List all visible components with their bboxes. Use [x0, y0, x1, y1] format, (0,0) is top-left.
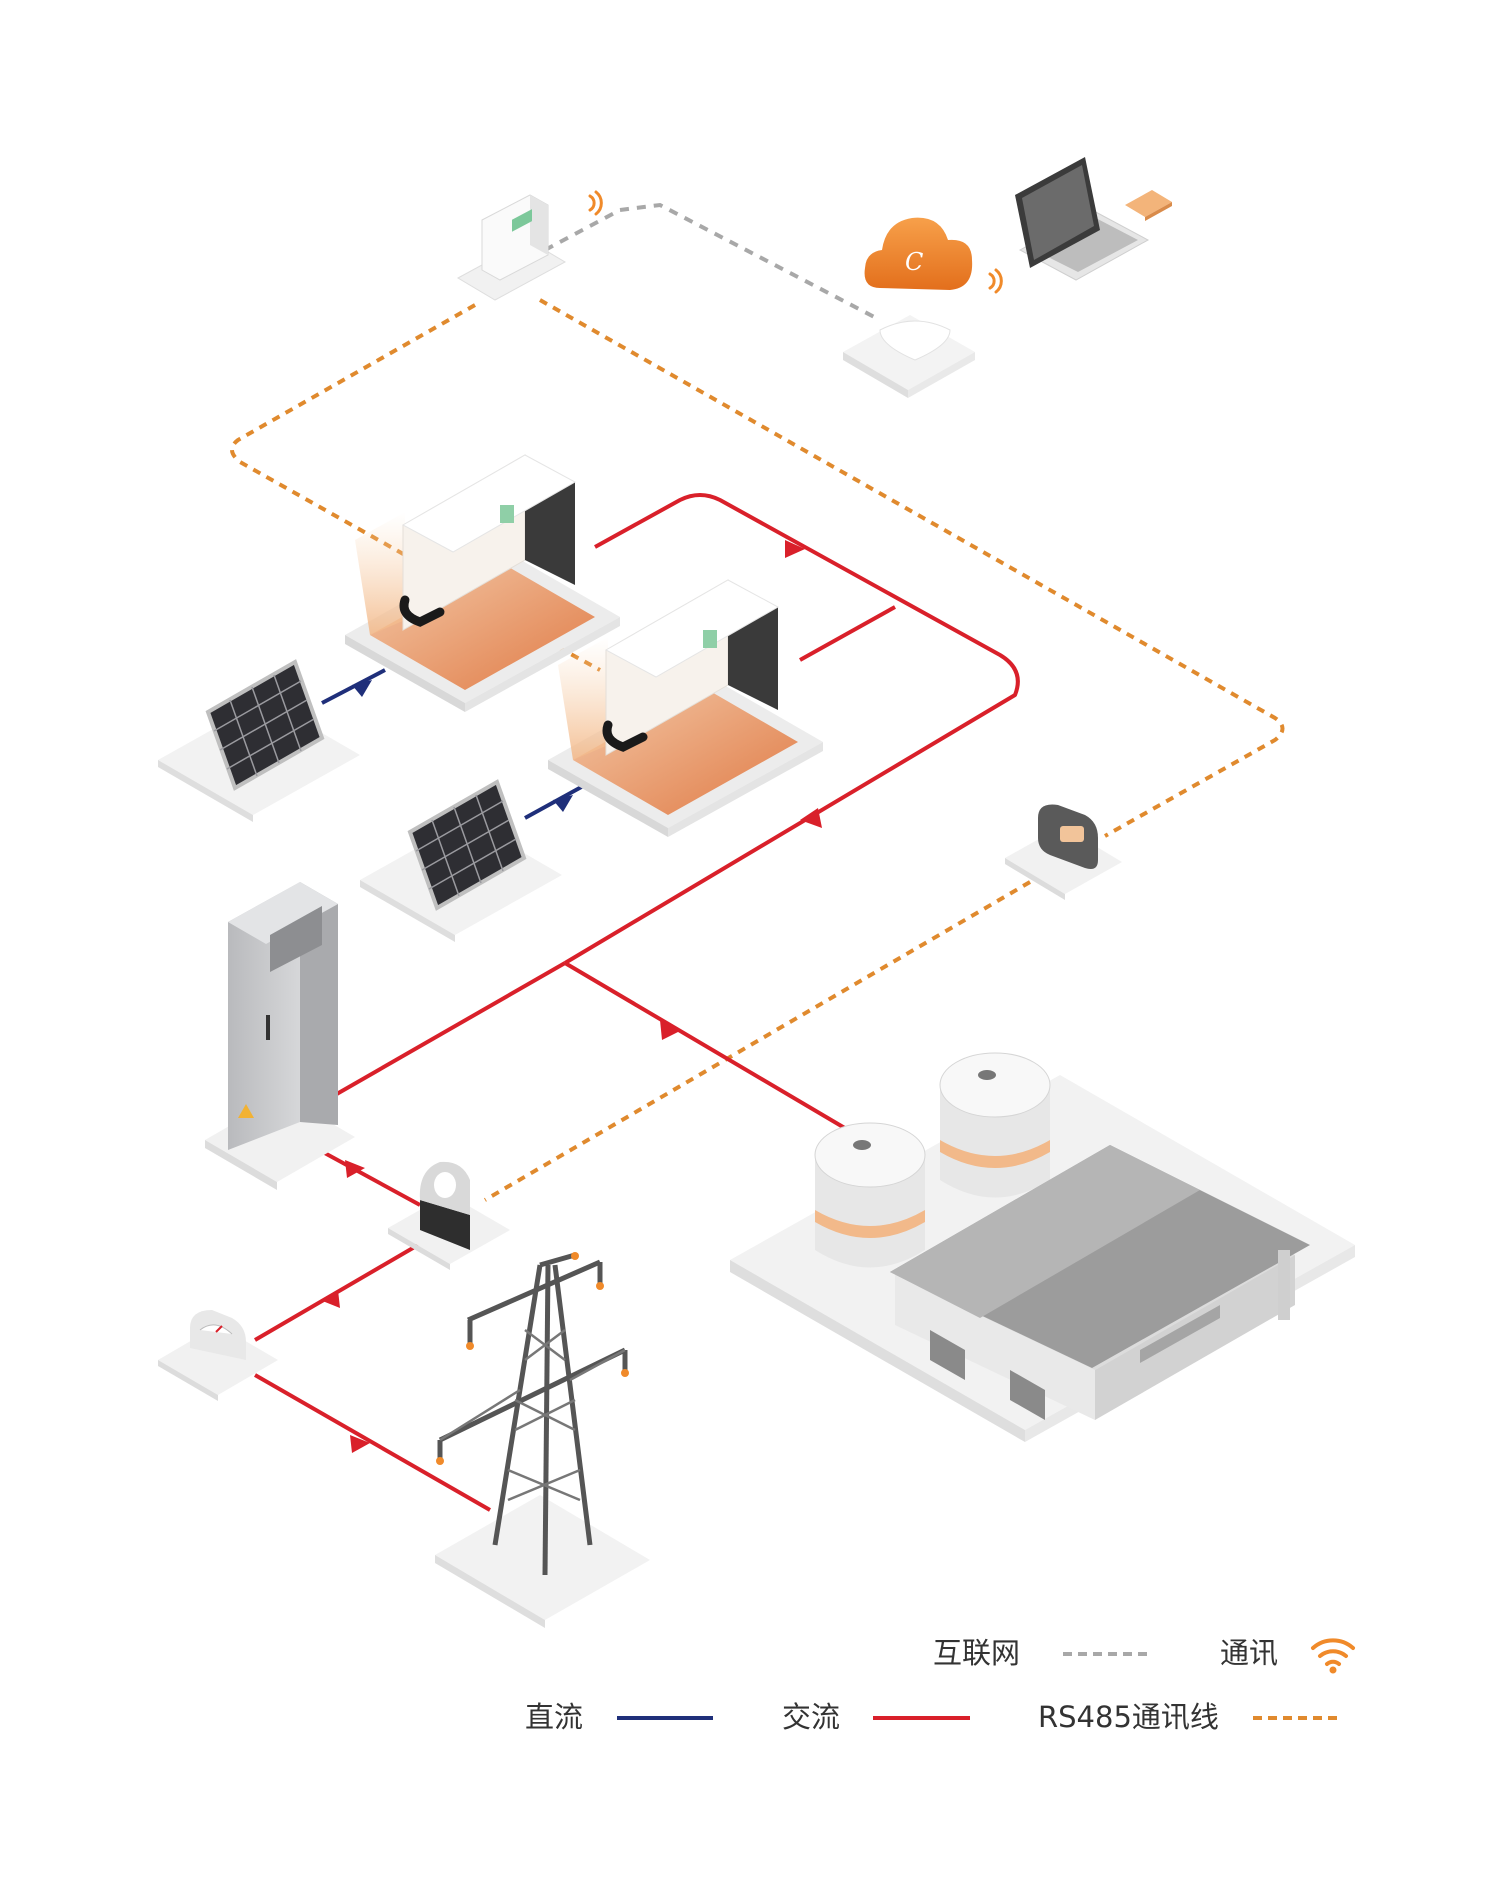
grid-energy-meter — [158, 1310, 278, 1401]
ac-flow-arrows — [320, 540, 822, 1453]
ac-lines — [253, 493, 1020, 1512]
wifi-icon-logger — [588, 190, 603, 216]
dc-flow-arrows — [352, 680, 573, 812]
router — [843, 315, 975, 398]
inverter-2 — [548, 579, 823, 837]
laptop-icon — [1015, 157, 1150, 281]
legend-label-ac: 交流 — [782, 1700, 840, 1734]
legend-label-rs485: RS485通讯线 — [1038, 1700, 1219, 1734]
rs485-line-meter-ct — [483, 880, 1032, 1202]
rs485-line-datalogger-meter — [539, 298, 1285, 838]
factory — [730, 1052, 1355, 1442]
transmission-tower — [435, 1252, 650, 1628]
wifi-icon-cloud — [988, 268, 1003, 294]
rs485-line-datalogger-inverter1 — [230, 303, 476, 557]
solar-panel-2 — [360, 779, 562, 942]
inverter-1 — [345, 454, 620, 712]
storage-tank-2 — [939, 1052, 1051, 1198]
smart-meter — [1005, 804, 1122, 900]
current-transformer — [388, 1161, 510, 1270]
svg-text:C: C — [905, 248, 923, 276]
cloud-icon: C — [864, 217, 973, 290]
legend-label-communication: 通讯 — [1220, 1636, 1278, 1670]
distribution-cabinet — [205, 882, 355, 1190]
storage-tank-1 — [814, 1122, 926, 1268]
legend: 互联网 通讯 直流 交流 RS485通讯线 — [525, 1636, 1355, 1734]
internet-line — [544, 202, 881, 322]
wifi-icon — [1311, 1638, 1355, 1674]
solar-panel-1 — [158, 659, 360, 822]
legend-label-internet: 互联网 — [933, 1636, 1020, 1670]
data-logger — [456, 194, 567, 301]
phone-icon — [1125, 190, 1172, 221]
legend-label-dc: 直流 — [525, 1700, 583, 1734]
